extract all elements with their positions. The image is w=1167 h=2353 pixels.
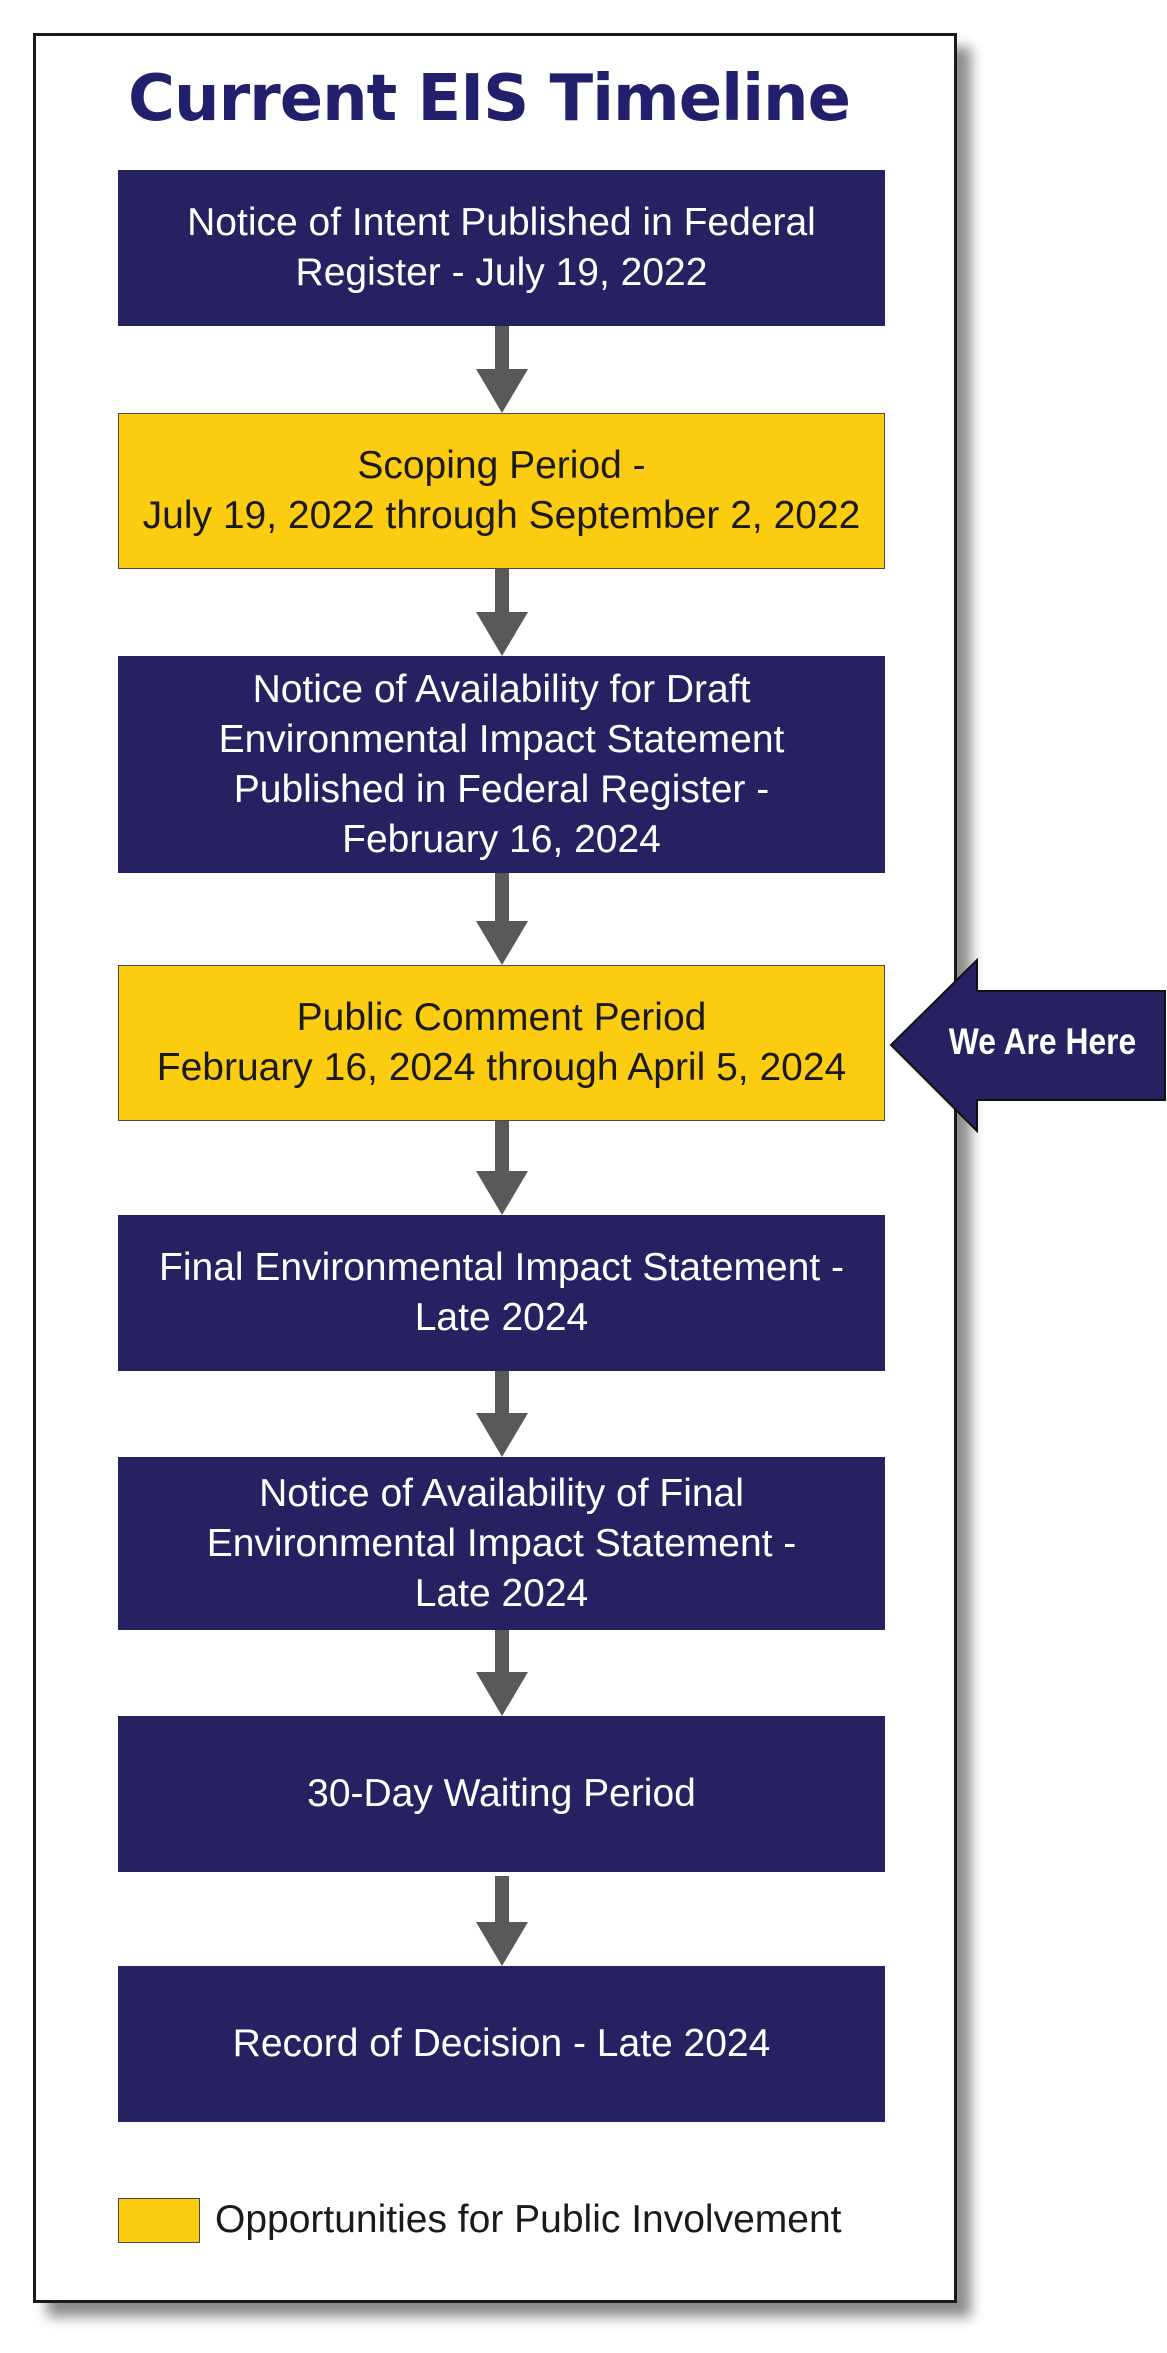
step-draft-eis-notice: Notice of Availability for Draft Environ… bbox=[118, 656, 885, 873]
down-arrow-icon bbox=[476, 569, 528, 656]
down-arrow-icon bbox=[476, 1121, 528, 1215]
down-arrow-icon bbox=[476, 873, 528, 965]
we-are-here-arrow-icon bbox=[889, 958, 1166, 1133]
down-arrow-icon bbox=[476, 1630, 528, 1716]
step-final-eis-notice: Notice of Availability of Final Environm… bbox=[118, 1457, 885, 1630]
step-public-comment-period: Public Comment Period February 16, 2024 … bbox=[118, 965, 885, 1121]
step-scoping-period: Scoping Period - July 19, 2022 through S… bbox=[118, 413, 885, 569]
we-are-here-label: We Are Here bbox=[948, 1021, 1137, 1062]
step-waiting-period: 30-Day Waiting Period bbox=[118, 1716, 885, 1872]
down-arrow-icon bbox=[476, 1876, 528, 1966]
step-final-eis: Final Environmental Impact Statement - L… bbox=[118, 1215, 885, 1371]
legend-label: Opportunities for Public Involvement bbox=[215, 2198, 842, 2241]
legend-swatch bbox=[118, 2198, 200, 2243]
page-title: Current EIS Timeline bbox=[128, 62, 851, 136]
step-notice-of-intent: Notice of Intent Published in Federal Re… bbox=[118, 170, 885, 326]
down-arrow-icon bbox=[476, 1371, 528, 1457]
down-arrow-icon bbox=[476, 326, 528, 413]
step-record-of-decision: Record of Decision - Late 2024 bbox=[118, 1966, 885, 2122]
